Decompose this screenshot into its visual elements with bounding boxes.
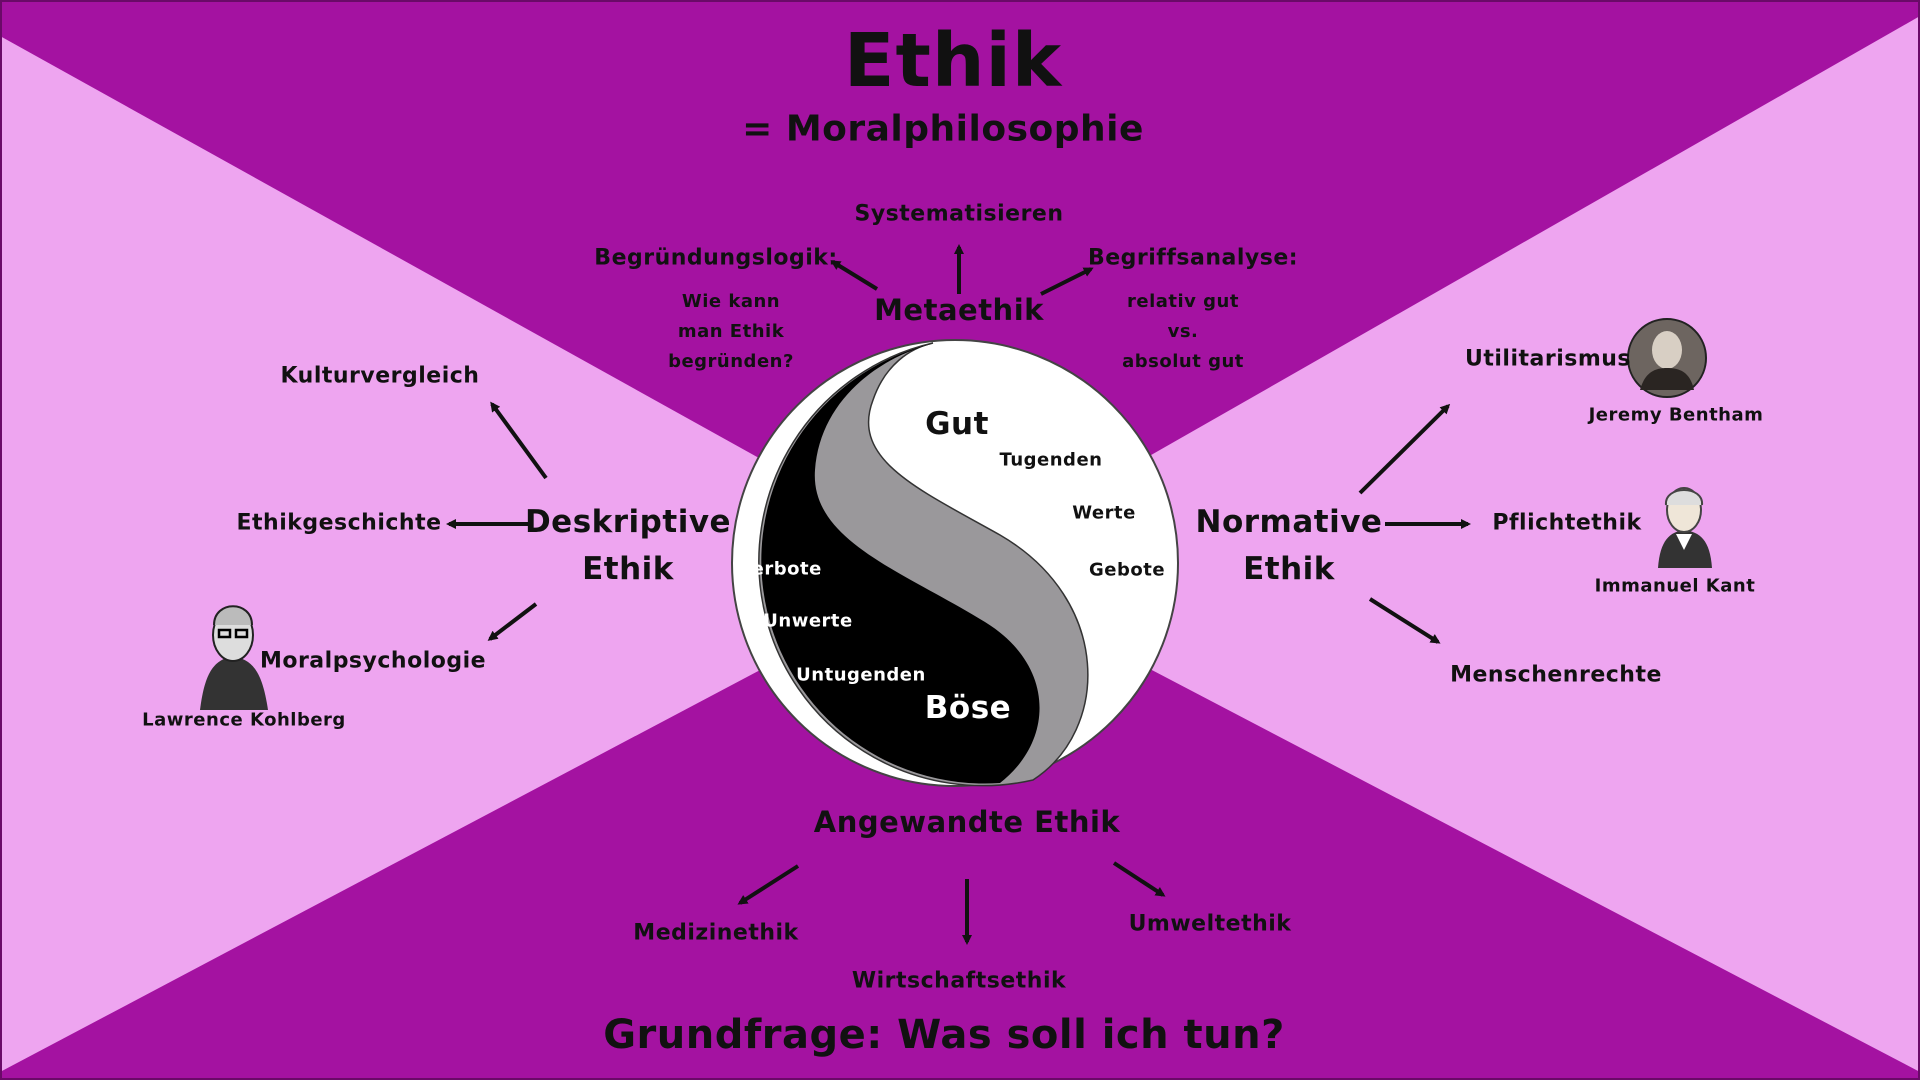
arrows xyxy=(446,244,1471,945)
portrait-immanuel-kant xyxy=(1658,487,1712,568)
deskriptive-label-line1: Deskriptive xyxy=(524,504,732,540)
metaethik-systematisieren: Systematisieren xyxy=(854,201,1064,227)
person-immanuel-kant: Immanuel Kant xyxy=(1594,575,1756,597)
arrow-to-moralpsychologie xyxy=(487,602,538,641)
yin-yang-gebote: Gebote xyxy=(1088,559,1166,581)
metaethik-begruendungslogik: Begründungslogik: xyxy=(594,245,838,271)
deskriptive-kulturvergleich: Kulturvergleich xyxy=(280,363,480,389)
portrait-jeremy-bentham xyxy=(1627,318,1707,398)
arrow-to-utilitarismus xyxy=(1358,403,1451,495)
line: absolut gut xyxy=(1122,351,1244,372)
angewandte-wirtschaftsethik: Wirtschaftsethik xyxy=(851,968,1067,994)
normative-label-line1: Normative xyxy=(1195,504,1383,540)
yin-yang-werte: Werte xyxy=(1072,502,1136,524)
line: begründen? xyxy=(668,351,794,372)
portrait-lawrence-kohlberg xyxy=(196,605,270,710)
metaethik-label: Metaethik xyxy=(874,293,1044,327)
normative-utilitarismus: Utilitarismus xyxy=(1464,346,1632,372)
angewandte-label: Angewandte Ethik xyxy=(813,805,1121,839)
metaethik-left-lines: Wie kann man Ethik begründen? xyxy=(668,287,794,377)
yin-yang-tugenden: Tugenden xyxy=(999,449,1103,471)
right-pink-wedge xyxy=(955,16,1920,1072)
page-subtitle: = Moralphilosophie xyxy=(742,108,1144,150)
metaethik-right-lines: relativ gut vs. absolut gut xyxy=(1122,287,1244,377)
yin-yang-untugenden: Untugenden xyxy=(796,664,926,686)
line: vs. xyxy=(1167,321,1199,342)
arrow-to-umweltethik xyxy=(1112,861,1166,897)
angewandte-medizinethik: Medizinethik xyxy=(633,920,799,946)
deskriptive-ethikgeschichte: Ethikgeschichte xyxy=(236,510,442,536)
yin-yang-boese: Böse xyxy=(924,690,1012,726)
line: Wie kann xyxy=(681,291,781,312)
yin-yang-black-half xyxy=(761,342,1040,784)
person-lawrence-kohlberg: Lawrence Kohlberg xyxy=(142,709,346,731)
deskriptive-moralpsychologie: Moralpsychologie xyxy=(259,648,487,674)
metaethik-begriffsanalyse: Begriffsanalyse: xyxy=(1087,245,1299,271)
normative-pflichtethik: Pflichtethik xyxy=(1492,510,1642,536)
yin-yang-symbol xyxy=(731,339,1179,787)
yin-yang-gut: Gut xyxy=(925,406,989,442)
line: man Ethik xyxy=(677,321,785,342)
page-title: Ethik xyxy=(843,18,1063,104)
person-jeremy-bentham: Jeremy Bentham xyxy=(1588,404,1764,426)
yin-yang-unwerte: Unwerte xyxy=(763,610,853,632)
line: relativ gut xyxy=(1127,291,1239,312)
deskriptive-label-line2: Ethik xyxy=(582,551,674,587)
arrow-to-kulturvergleich xyxy=(490,401,548,480)
yin-yang-verbote: Verbote xyxy=(738,558,822,580)
left-pink-wedge xyxy=(0,36,955,1072)
arrow-to-begruendungslogik xyxy=(830,260,879,291)
arrow-to-begriffsanalyse xyxy=(1040,267,1094,296)
normative-label-line2: Ethik xyxy=(1243,551,1335,587)
normative-menschenrechte: Menschenrechte xyxy=(1450,662,1662,688)
grundfrage: Grundfrage: Was soll ich tun? xyxy=(603,1012,1285,1058)
angewandte-umweltethik: Umweltethik xyxy=(1128,911,1292,937)
arrow-to-medizinethik xyxy=(737,864,800,905)
arrow-to-menschenrechte xyxy=(1368,597,1441,644)
